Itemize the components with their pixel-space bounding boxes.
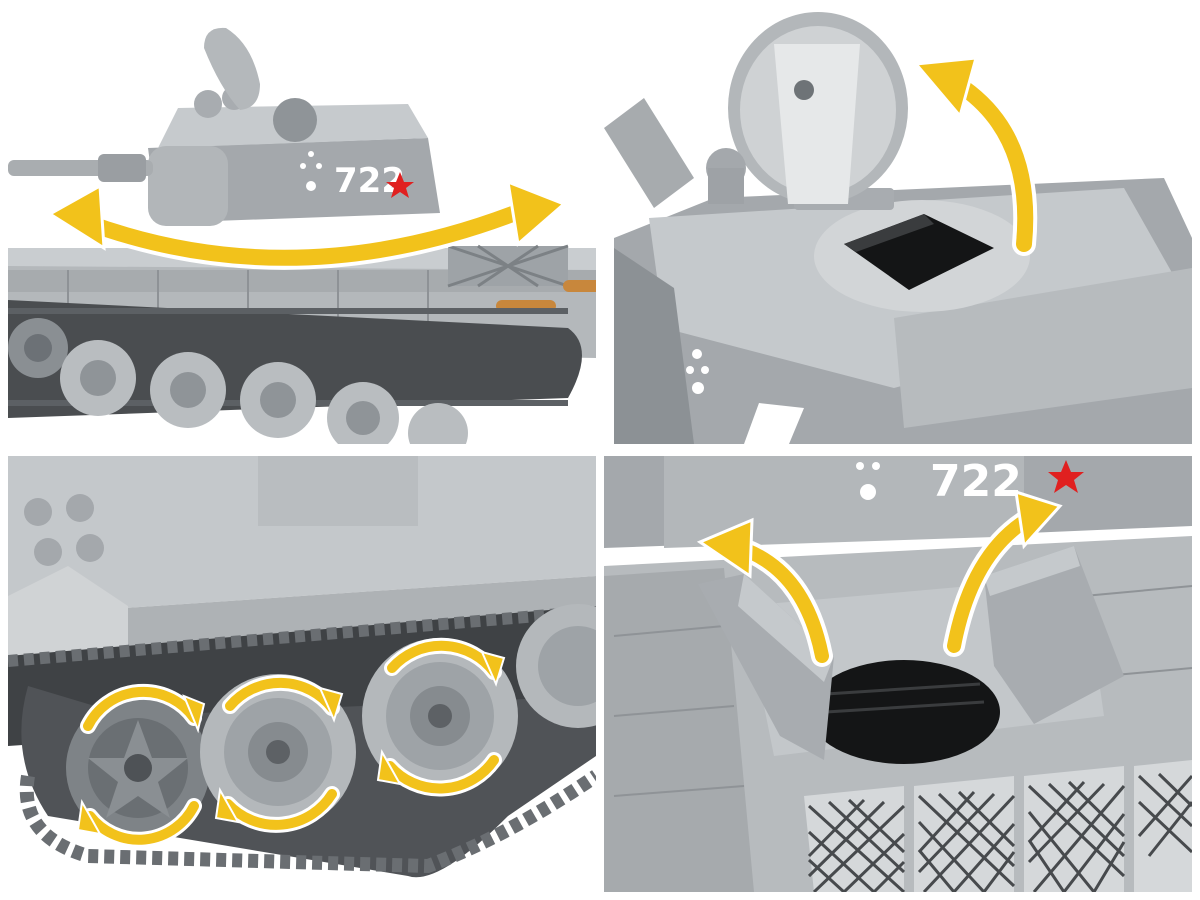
panel-turret-rotation: 722 <box>8 8 596 444</box>
road-wheels <box>66 604 596 840</box>
panel-hull-hatches: 722 <box>604 456 1192 892</box>
engine-grille <box>804 760 1192 892</box>
hatch-door-left <box>698 574 834 760</box>
hull-hatches-closeup: 722 <box>604 456 1192 892</box>
exhaust-pipe <box>563 280 596 292</box>
panel-turret-hatch <box>604 8 1192 444</box>
hatch-lid <box>728 12 908 204</box>
engine-grille <box>447 244 569 288</box>
turret-hatch <box>204 27 260 111</box>
arrowheads <box>76 650 506 836</box>
tank-side-view: 722 <box>8 8 596 444</box>
turret-number: 722 <box>930 456 1022 507</box>
open-arrow-icon <box>696 489 1063 667</box>
hatch-door-right <box>984 546 1124 724</box>
rotate-arrow-icon <box>80 637 502 848</box>
open-arrow-icon <box>913 56 1038 256</box>
rotate-arrow-icon <box>47 179 567 270</box>
road-wheels-closeup <box>8 456 596 892</box>
panel-road-wheels <box>8 456 596 892</box>
gun-barrel <box>604 98 694 208</box>
red-star-icon <box>386 172 414 198</box>
turret-hatch-closeup <box>604 8 1192 444</box>
turret: 722 <box>148 27 440 226</box>
road-wheels <box>8 318 468 444</box>
red-star-icon <box>1048 460 1084 493</box>
